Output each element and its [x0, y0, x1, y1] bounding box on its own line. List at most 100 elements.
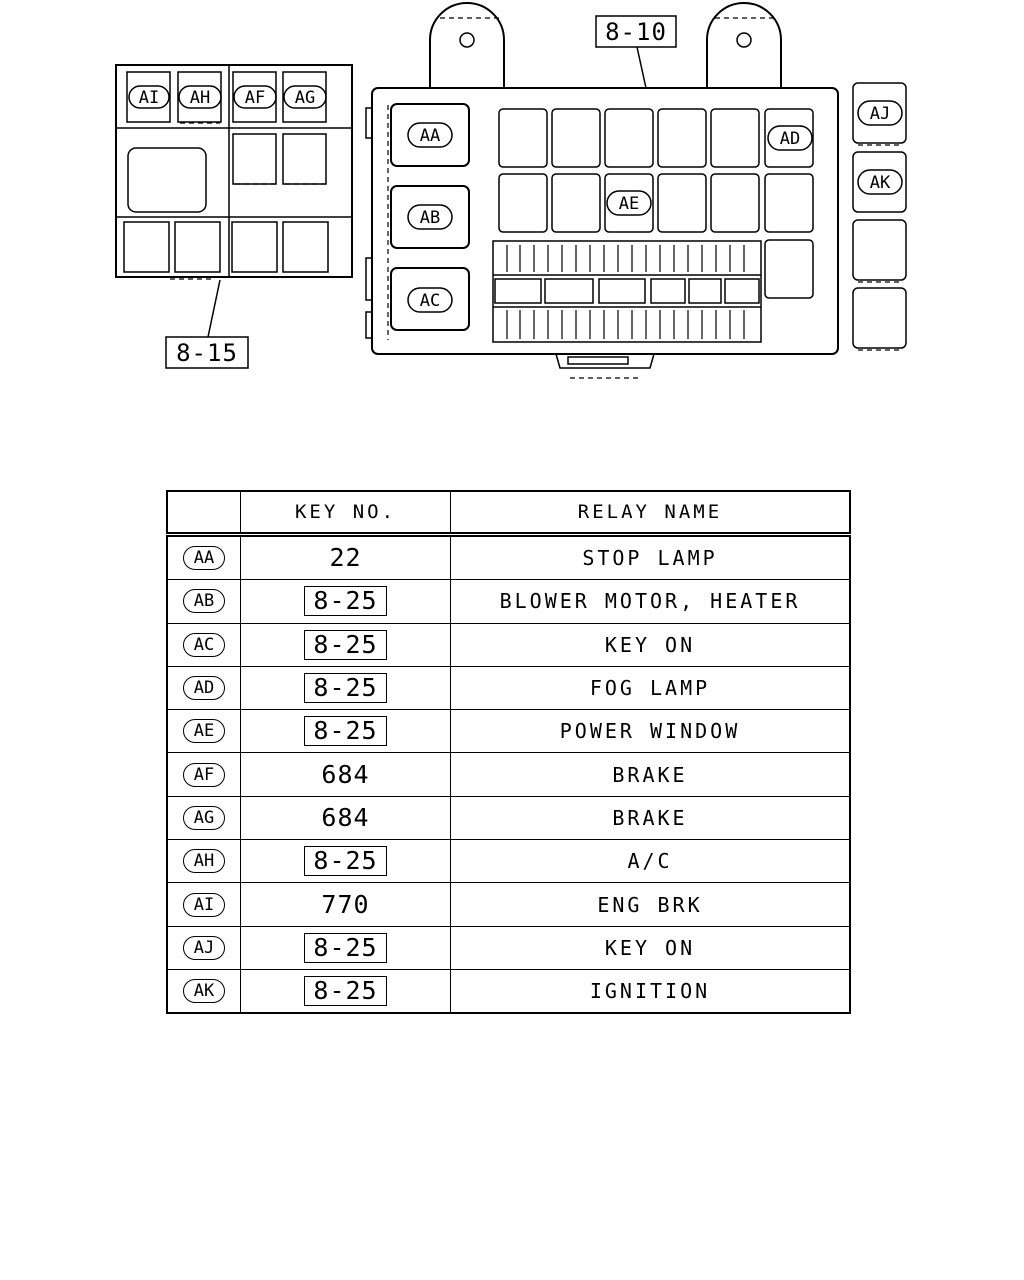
svg-text:AE: AE [619, 194, 639, 214]
row-key-cell: 8-25 [240, 665, 451, 711]
row-key-cell: 8-25 [240, 622, 451, 667]
row-key-cell: 684 [240, 752, 451, 797]
svg-text:AB: AB [420, 208, 440, 228]
relay-layout-diagram: AI AH AF AG 8-15 [115, 2, 907, 379]
svg-text:AH: AH [190, 88, 210, 108]
row-tag-label: AC [183, 632, 225, 657]
row-key-number: 8-25 [304, 586, 387, 617]
row-tag-label: AK [183, 979, 225, 1004]
row-key-cell: 770 [240, 882, 451, 927]
relay-table: KEY NO. RELAY NAME AA 22 STOP LAMP AB 8-25 BL… [166, 490, 851, 1015]
row-relay-cell: KEY ON [450, 622, 851, 667]
header-key-no: KEY NO. [240, 490, 451, 537]
table-row: AA 22 STOP LAMP [166, 533, 851, 581]
svg-text:8-15: 8-15 [176, 339, 238, 367]
table-header-row: KEY NO. RELAY NAME [166, 490, 851, 537]
row-key-number: 8-25 [304, 716, 387, 747]
table-row: AC 8-25 KEY ON [166, 622, 851, 667]
table-row: AE 8-25 POWER WINDOW [166, 709, 851, 754]
row-tag-cell: AJ [166, 925, 241, 970]
tag-ai-icon: AI [128, 85, 170, 109]
row-tag-label: AH [183, 849, 225, 874]
tag-ak-icon: AK [857, 169, 903, 195]
right-relay-column: AJ AK [852, 82, 907, 351]
row-relay-cell: BLOWER MOTOR, HEATER [450, 579, 851, 624]
row-tag-cell: AB [166, 579, 241, 624]
row-tag-cell: AD [166, 665, 241, 711]
svg-text:8-10: 8-10 [605, 18, 667, 46]
row-key-number: 8-25 [304, 673, 387, 704]
row-relay-cell: ENG BRK [450, 882, 851, 927]
row-key-number: 8-25 [304, 932, 387, 963]
relay-table-body: AA 22 STOP LAMP AB 8-25 BLOWER MOTOR, HEATER A… [166, 533, 851, 1014]
row-key-cell: 684 [240, 795, 451, 841]
row-key-number: 8-25 [304, 629, 387, 660]
row-tag-cell: AF [166, 752, 241, 797]
row-relay-cell: POWER WINDOW [450, 709, 851, 754]
left-relay-box: AI AH AF AG 8-15 [115, 64, 353, 369]
row-relay-name: POWER WINDOW [559, 719, 741, 744]
table-row: AJ 8-25 KEY ON [166, 925, 851, 970]
row-tag-label: AB [183, 589, 225, 614]
row-tag-cell: AH [166, 839, 241, 884]
row-relay-cell: STOP LAMP [450, 533, 851, 581]
svg-text:AF: AF [245, 88, 265, 108]
ref-label-main: 8-10 [595, 15, 677, 48]
tag-ad-icon: AD [767, 125, 813, 151]
row-relay-name: KEY ON [604, 632, 696, 657]
svg-text:AI: AI [139, 88, 159, 108]
row-key-number: 770 [321, 889, 370, 919]
row-tag-cell: AG [166, 795, 241, 841]
header-tag [166, 490, 241, 537]
svg-text:AG: AG [295, 88, 315, 108]
table-row: AF 684 BRAKE [166, 752, 851, 797]
row-tag-cell: AA [166, 533, 241, 581]
svg-text:AD: AD [780, 129, 800, 149]
tag-aa-icon: AA [407, 122, 453, 148]
table-row: AK 8-25 IGNITION [166, 968, 851, 1014]
svg-text:AJ: AJ [870, 104, 890, 124]
row-relay-name: BRAKE [612, 762, 688, 787]
row-tag-label: AJ [183, 935, 225, 960]
row-relay-cell: BRAKE [450, 795, 851, 841]
ref-label-left: 8-15 [165, 336, 249, 369]
row-key-cell: 8-25 [240, 839, 451, 884]
row-relay-name: BLOWER MOTOR, HEATER [499, 589, 801, 614]
row-relay-cell: BRAKE [450, 752, 851, 797]
svg-text:AK: AK [870, 173, 891, 193]
table-row: AH 8-25 A/C [166, 839, 851, 884]
row-tag-label: AG [183, 805, 225, 830]
row-tag-label: AA [183, 546, 225, 571]
row-tag-cell: AK [166, 968, 241, 1014]
table-row: AI 770 ENG BRK [166, 882, 851, 927]
tag-ae-icon: AE [606, 190, 652, 216]
tag-ah-icon: AH [178, 85, 222, 109]
row-tag-label: AD [183, 676, 225, 701]
row-relay-name: BRAKE [612, 805, 688, 830]
row-key-cell: 8-25 [240, 925, 451, 970]
row-key-cell: 8-25 [240, 968, 451, 1014]
row-relay-cell: A/C [450, 839, 851, 884]
row-relay-name: STOP LAMP [582, 546, 718, 571]
row-key-number: 684 [321, 802, 370, 832]
tag-ab-icon: AB [407, 204, 453, 230]
row-relay-name: A/C [627, 849, 673, 874]
row-key-number: 8-25 [304, 846, 387, 877]
row-key-cell: 8-25 [240, 579, 451, 624]
row-key-cell: 8-25 [240, 709, 451, 754]
row-tag-cell: AI [166, 882, 241, 927]
header-relay-name: RELAY NAME [450, 490, 851, 537]
row-key-number: 8-25 [304, 976, 387, 1007]
row-tag-cell: AE [166, 709, 241, 754]
tag-ac-icon: AC [407, 287, 453, 313]
svg-text:AC: AC [420, 291, 440, 311]
row-key-number: 684 [321, 759, 370, 789]
tag-aj-icon: AJ [857, 100, 903, 126]
row-relay-name: IGNITION [589, 979, 711, 1004]
row-relay-cell: KEY ON [450, 925, 851, 970]
tag-ag-icon: AG [283, 85, 327, 109]
row-tag-cell: AC [166, 622, 241, 667]
row-key-number: 22 [329, 543, 362, 573]
svg-text:AA: AA [420, 126, 440, 146]
row-relay-cell: FOG LAMP [450, 665, 851, 711]
